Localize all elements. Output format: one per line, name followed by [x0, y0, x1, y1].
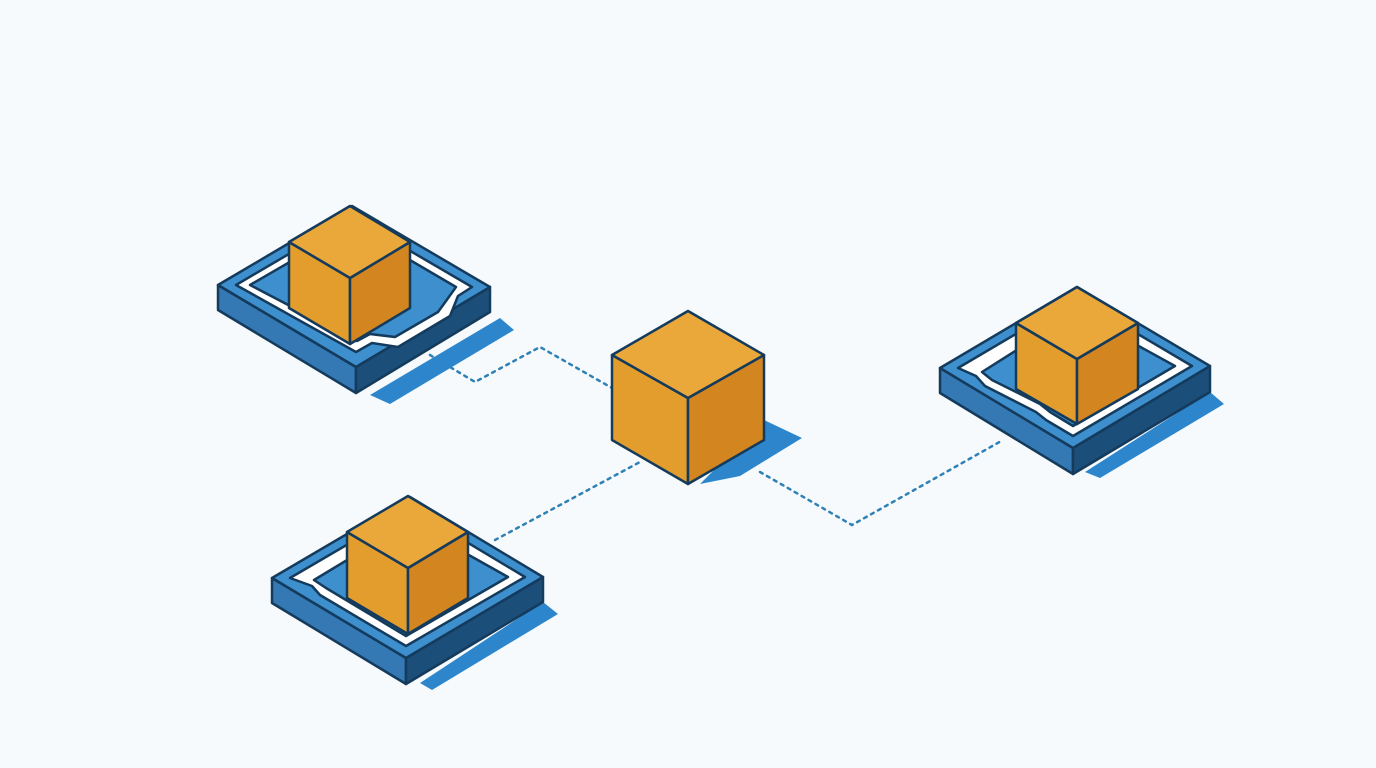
connector-right [758, 438, 1005, 527]
connector-top-left [428, 345, 614, 390]
cube-center-shadow [700, 420, 802, 484]
cube-top-left-face-top [287, 204, 412, 280]
tray-right-shadow [1085, 392, 1224, 478]
cube-center [610, 309, 802, 486]
cube-center-face-top [610, 309, 766, 400]
cube-bottom-left-face-top [345, 494, 470, 570]
cube-top-left [287, 204, 412, 346]
cube-bottom-left [345, 494, 470, 636]
cube-right [1014, 285, 1140, 426]
connector-bottom-left [493, 460, 642, 542]
tray-top-left-shadow [370, 318, 514, 404]
connectors [428, 345, 1005, 542]
cube-right-face-top [1014, 285, 1140, 361]
tray-bottom-left-shadow [420, 602, 558, 690]
